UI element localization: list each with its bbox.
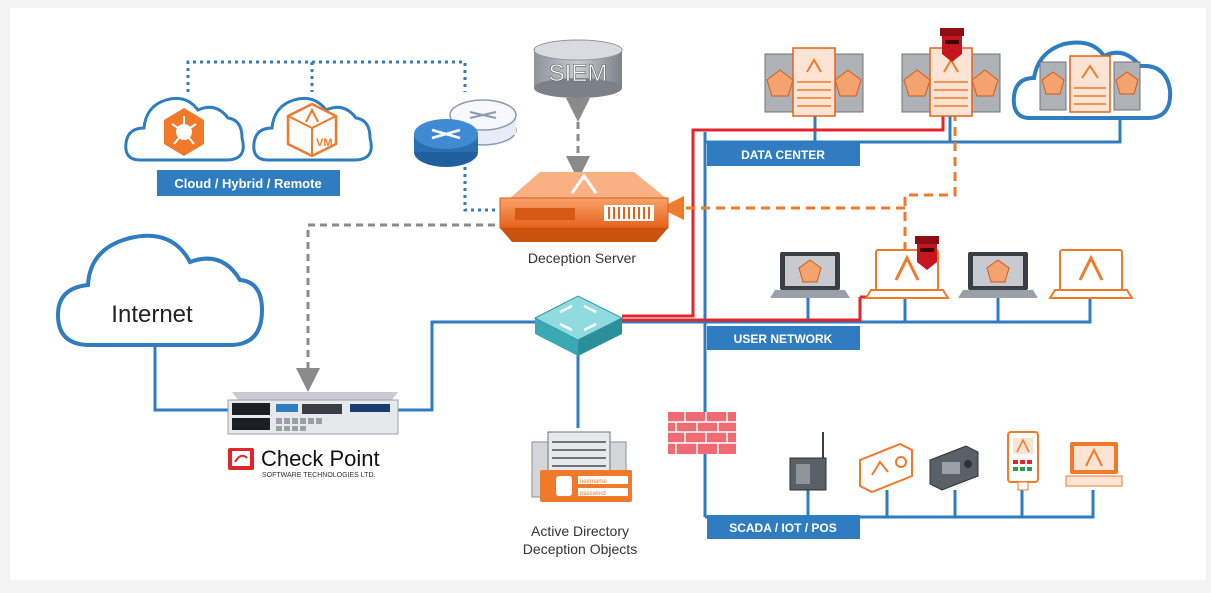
scada-banner [707, 515, 860, 539]
checkpoint-logo [228, 448, 254, 470]
siem-label: SIEM [549, 60, 608, 87]
cloud-router-dotted-links [186, 60, 495, 212]
datacenter-server-cluster [901, 47, 1001, 117]
cloud-server-cluster [1011, 40, 1173, 120]
user-network-label: USER NETWORK [734, 332, 833, 346]
internet-label: Internet [111, 301, 193, 328]
cloud-workload-icon [124, 96, 245, 162]
scada-label: SCADA / IOT / POS [729, 521, 837, 535]
firewall-icon [668, 412, 736, 454]
pos-register-icon [1065, 442, 1123, 487]
deception-server-icon [499, 172, 669, 242]
checkpoint-tagline: SOFTWARE TECHNOLOGIES LTD. [262, 472, 375, 479]
user-network-banner [707, 326, 860, 350]
cloud-banner [157, 170, 340, 196]
checkpoint-firewall-icon [227, 392, 399, 435]
ad-username-field: username [580, 479, 607, 485]
internet-cloud [55, 233, 265, 347]
attacker-icon [915, 236, 939, 270]
data-center-label: DATA CENTER [741, 148, 825, 162]
ad-password-field: password [580, 491, 606, 497]
iot-device-icon [789, 432, 827, 491]
deception-server-label: Deception Server [528, 250, 637, 266]
checkpoint-name: Check Point [261, 446, 380, 471]
cloud-banner-label: Cloud / Hybrid / Remote [174, 176, 321, 191]
decoy-to-server-links [660, 112, 957, 250]
data-center-banner [707, 142, 860, 166]
core-switch-icon [533, 295, 624, 356]
ad-label-line2: Deception Objects [523, 541, 637, 557]
server-to-checkpoint-link [296, 223, 495, 392]
iot-device-icon [929, 445, 979, 491]
laptop-icon [770, 252, 850, 298]
cloud-vm-icon: VM [252, 96, 373, 162]
active-directory-icon: username password [531, 431, 632, 502]
attacker-icon [940, 28, 964, 62]
siem-icon: SIEM [533, 39, 623, 98]
laptop-icon [958, 252, 1038, 298]
datacenter-server-cluster [764, 47, 864, 117]
ad-label-line1: Active Directory [531, 523, 629, 539]
pos-terminal-icon [1007, 431, 1039, 491]
router-icon [414, 119, 478, 167]
iot-device-icon [859, 442, 913, 494]
vm-label: VM [316, 137, 333, 149]
laptop-icon [1048, 249, 1134, 299]
